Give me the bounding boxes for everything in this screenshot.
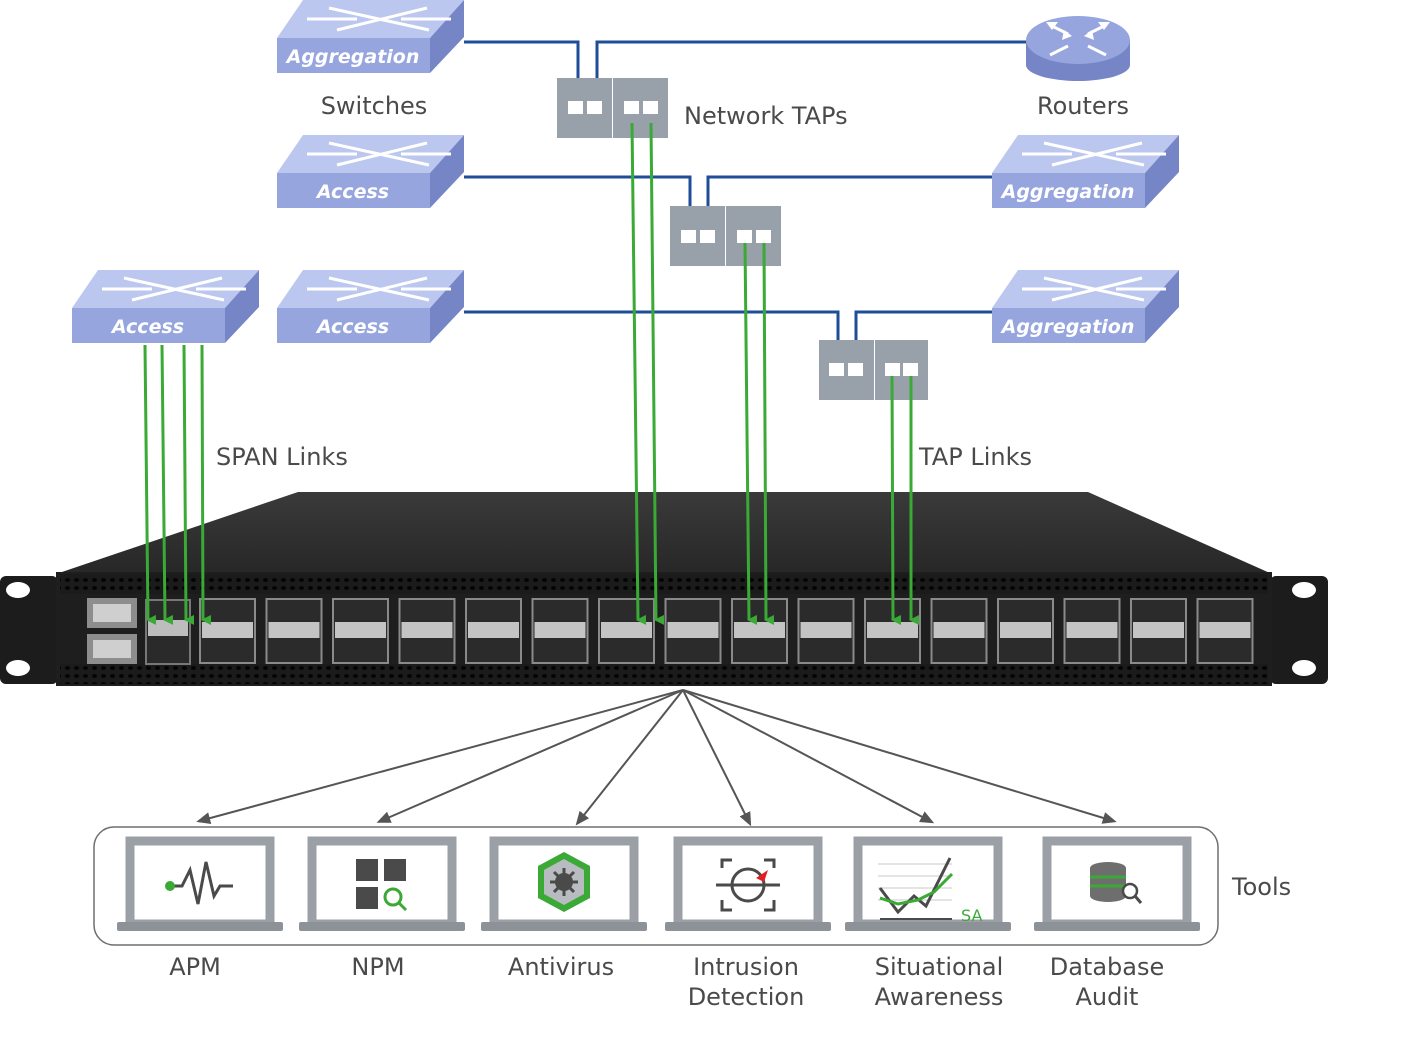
- rack-ear-left: [0, 576, 58, 684]
- intrusion-target-icon: [716, 858, 780, 912]
- network-tap-2[interactable]: [670, 206, 781, 266]
- switches-label: Switches: [321, 92, 428, 120]
- switch-label: Aggregation: [285, 46, 420, 68]
- situational-awareness-chart-icon: SA: [878, 857, 982, 925]
- qsfp-port[interactable]: [598, 598, 655, 664]
- tool-name-database: Database: [1050, 953, 1165, 981]
- tap-links: [630, 122, 919, 625]
- switch-arrows-icon: [307, 6, 451, 32]
- switch-arrows-icon: [307, 141, 451, 167]
- tool-name-intrusion: Intrusion: [693, 953, 799, 981]
- span-links-label: SPAN Links: [216, 443, 348, 471]
- qsfp-port-cages[interactable]: [199, 598, 1254, 664]
- qsfp-port[interactable]: [1130, 598, 1187, 664]
- tool-distribution-arrows: [196, 689, 1117, 827]
- link-access-to-tap3: [464, 310, 840, 370]
- network-taps-label: Network TAPs: [684, 102, 848, 130]
- npm-grid-search-icon: [356, 859, 408, 912]
- laptop-icon[interactable]: [845, 836, 1011, 931]
- switch-access-left[interactable]: Access: [72, 270, 259, 343]
- tool-name-npm: NPM: [351, 953, 404, 981]
- qsfp-port[interactable]: [199, 598, 256, 664]
- database-search-icon: [1090, 862, 1143, 904]
- tool-name-apm: APM: [169, 953, 221, 981]
- switch-aggregation-low[interactable]: Aggregation: [992, 270, 1179, 343]
- qsfp-port[interactable]: [731, 598, 788, 664]
- rack-ear-right: [1270, 576, 1328, 684]
- laptop-icon[interactable]: [117, 836, 283, 931]
- qsfp-port[interactable]: [265, 598, 323, 664]
- switch-access-low[interactable]: Access: [277, 270, 464, 343]
- switch-label: Access: [315, 181, 389, 203]
- network-tap-3[interactable]: [819, 340, 928, 400]
- sa-badge: SA: [961, 906, 982, 925]
- network-tap-1[interactable]: [557, 78, 668, 138]
- laptop-icon[interactable]: [665, 836, 831, 931]
- tool-laptops: [117, 836, 1200, 931]
- switch-aggregation-top[interactable]: Aggregation: [277, 0, 464, 73]
- qsfp-port[interactable]: [465, 598, 522, 664]
- switch-label: Aggregation: [1000, 181, 1135, 203]
- switch-arrows-icon: [1022, 276, 1166, 302]
- tool-name-audit: Audit: [1076, 983, 1139, 1011]
- router-icon[interactable]: [1026, 16, 1130, 81]
- qsfp-port[interactable]: [332, 598, 389, 664]
- switch-arrows-icon: [102, 276, 246, 302]
- tools-label: Tools: [1231, 873, 1291, 901]
- qsfp-port[interactable]: [1063, 598, 1121, 664]
- qsfp-port[interactable]: [997, 598, 1054, 664]
- apm-pulse-icon: [165, 861, 233, 905]
- tool-name-awareness: Awareness: [875, 983, 1004, 1011]
- qsfp-port[interactable]: [531, 598, 589, 664]
- switch-label: Access: [315, 316, 389, 338]
- tap-links-label: TAP Links: [918, 443, 1032, 471]
- span-links: [143, 344, 212, 625]
- antivirus-shield-icon: [538, 852, 590, 912]
- tool-name-antivirus: Antivirus: [508, 953, 614, 981]
- switch-label: Aggregation: [1000, 316, 1135, 338]
- routers-label: Routers: [1037, 92, 1129, 120]
- switch-arrows-icon: [1022, 141, 1166, 167]
- switch-arrows-icon: [307, 276, 451, 302]
- laptop-icon[interactable]: [299, 836, 465, 931]
- qsfp-port[interactable]: [1196, 598, 1254, 664]
- qsfp-port[interactable]: [930, 598, 988, 664]
- qsfp-port[interactable]: [797, 598, 855, 664]
- management-ports[interactable]: [87, 598, 137, 664]
- switch-access-mid[interactable]: Access: [277, 135, 464, 208]
- link-access-to-tap2: [464, 175, 692, 237]
- packet-broker-chassis: [0, 492, 1328, 686]
- qsfp-port[interactable]: [664, 598, 722, 664]
- tools-group-frame: [93, 826, 1219, 946]
- qsfp-port[interactable]: [398, 598, 456, 664]
- switch-aggregation-mid[interactable]: Aggregation: [992, 135, 1179, 208]
- switch-label: Access: [110, 316, 184, 338]
- sfp-ports[interactable]: [145, 599, 191, 665]
- tool-name-situational: Situational: [875, 953, 1004, 981]
- tool-name-detection: Detection: [688, 983, 805, 1011]
